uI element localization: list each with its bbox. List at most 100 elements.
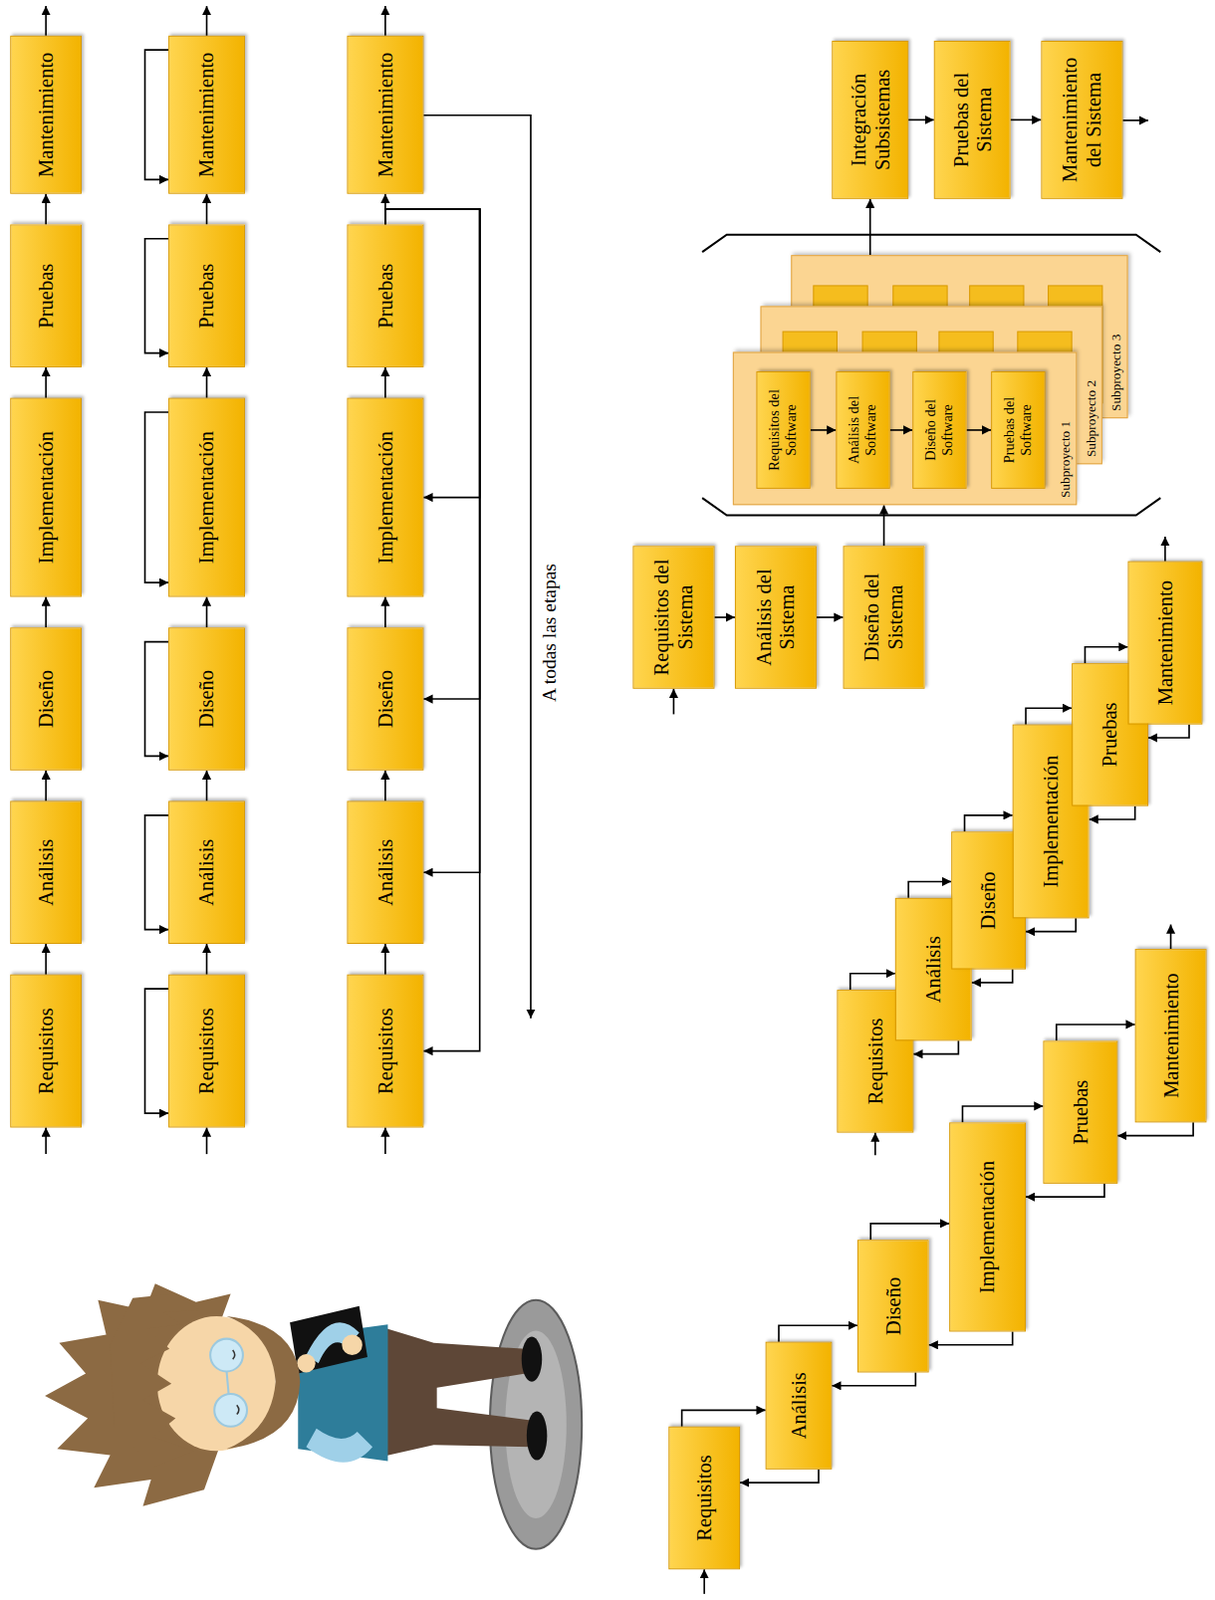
person-pants bbox=[379, 1326, 531, 1458]
box-label: Análisis bbox=[373, 839, 398, 907]
flow-connector bbox=[44, 194, 47, 226]
flow-connector bbox=[1056, 1024, 1136, 1041]
person-face bbox=[157, 1316, 276, 1452]
stage-box: Pruebas bbox=[9, 224, 82, 367]
stage-box: Mantenimiento bbox=[168, 35, 245, 195]
flow-connector bbox=[869, 199, 872, 255]
input-arrow bbox=[44, 1127, 47, 1155]
flow-connector bbox=[206, 367, 209, 399]
stage-box: Mantenimiento bbox=[9, 35, 82, 195]
output-arrow bbox=[206, 5, 209, 36]
stage-box: Pruebas del Software bbox=[990, 371, 1045, 489]
box-label: Análisis bbox=[33, 839, 58, 907]
stage-box: Análisis bbox=[9, 801, 82, 945]
flow-connector bbox=[962, 1106, 1043, 1123]
box-label: Pruebas bbox=[373, 263, 398, 329]
flow-connector bbox=[384, 597, 387, 629]
flow-connector bbox=[967, 429, 992, 432]
stage-box: Pruebas bbox=[168, 224, 245, 367]
output-arrow bbox=[1122, 119, 1149, 122]
stage-box: Implementación bbox=[949, 1122, 1026, 1332]
box-label: Requisitos bbox=[195, 1007, 220, 1095]
box-label: Diseño bbox=[33, 670, 58, 729]
feedback-line bbox=[423, 115, 531, 1019]
stage-box: Integración Subsistemas bbox=[831, 40, 909, 200]
flow-connector bbox=[44, 944, 47, 975]
stage-box: Requisitos bbox=[668, 1427, 740, 1570]
person-hair bbox=[44, 1283, 232, 1506]
group-bracket bbox=[702, 235, 1161, 252]
stage-box: Análisis bbox=[168, 801, 245, 945]
panel-label: Subproyecto 1 bbox=[1057, 421, 1073, 498]
box-label: Requisitos bbox=[863, 1018, 888, 1106]
box-label: Requisitos bbox=[33, 1007, 58, 1095]
flow-connector bbox=[44, 367, 47, 399]
person-hand bbox=[296, 1354, 315, 1373]
person-hand bbox=[341, 1335, 362, 1356]
output-arrow bbox=[44, 5, 47, 36]
flow-connector bbox=[810, 429, 837, 432]
input-arrow bbox=[384, 1127, 387, 1155]
flow-connector bbox=[384, 194, 387, 226]
stage-box: Requisitos del Sistema bbox=[632, 545, 715, 689]
box-label: Diseño bbox=[195, 670, 220, 729]
person-shoe bbox=[526, 1411, 547, 1460]
input-arrow bbox=[703, 1569, 706, 1595]
box-label: Mantenimiento bbox=[373, 52, 398, 178]
box-label: Implementación bbox=[373, 431, 398, 564]
flow-connector bbox=[1010, 119, 1042, 122]
flow-connector bbox=[739, 1469, 819, 1483]
box-label: Pruebas bbox=[1098, 702, 1123, 767]
box-label: Pruebas del Sistema bbox=[949, 51, 996, 188]
flow-connector bbox=[714, 616, 734, 619]
box-label: Requisitos bbox=[373, 1007, 398, 1095]
flow-connector bbox=[913, 1040, 959, 1054]
box-label: Diseño del Software bbox=[923, 382, 957, 478]
flow-connector bbox=[145, 49, 170, 180]
stage-box: Diseño bbox=[9, 627, 82, 770]
flow-connector bbox=[206, 194, 209, 226]
box-label: Integración Subsistemas bbox=[846, 51, 894, 188]
person-shoe bbox=[521, 1337, 542, 1383]
box-label: Pruebas bbox=[33, 263, 58, 329]
stage-box: Implementación bbox=[9, 398, 82, 598]
flow-connector bbox=[816, 616, 844, 619]
stage-box: Mantenimiento bbox=[1135, 949, 1208, 1123]
floor-shadow bbox=[504, 1330, 566, 1519]
box-label: Diseño bbox=[976, 871, 1001, 930]
flow-connector bbox=[1117, 1122, 1194, 1136]
flow-connector bbox=[384, 944, 387, 975]
stage-box: Diseño bbox=[168, 627, 245, 770]
box-label: Implementación bbox=[1038, 754, 1063, 888]
flow-connector bbox=[145, 815, 170, 931]
flow-connector bbox=[145, 642, 170, 757]
person-eyes bbox=[233, 1350, 240, 1416]
flow-connector bbox=[850, 973, 896, 990]
box-label: Requisitos bbox=[692, 1455, 717, 1542]
output-arrow bbox=[1164, 536, 1167, 562]
flow-connector bbox=[384, 770, 387, 802]
flow-connector bbox=[1089, 806, 1136, 820]
box-label: Requisitos del Sistema bbox=[650, 557, 698, 679]
flow-connector bbox=[831, 1372, 916, 1386]
stage-box: Pruebas bbox=[1042, 1040, 1118, 1184]
person-beard bbox=[227, 1316, 301, 1450]
flow-connector bbox=[44, 597, 47, 629]
flow-connector bbox=[1025, 708, 1072, 725]
box-label: Implementación bbox=[195, 431, 220, 564]
flow-connector bbox=[206, 944, 209, 975]
stage-box: Requisitos del Software bbox=[755, 371, 810, 489]
floor-shadow bbox=[489, 1300, 582, 1550]
person-arm bbox=[305, 1429, 373, 1463]
stage-box: Mantenimiento bbox=[346, 35, 424, 195]
box-label: Implementación bbox=[975, 1161, 1000, 1294]
flow-connector bbox=[682, 1410, 766, 1427]
stage-box: Pruebas del Sistema bbox=[934, 40, 1011, 200]
box-label: Mantenimiento bbox=[33, 52, 58, 178]
flow-connector bbox=[883, 504, 886, 546]
flow-connector bbox=[145, 412, 170, 583]
box-label: Pruebas bbox=[1068, 1080, 1093, 1146]
flow-connector bbox=[1148, 725, 1190, 738]
stage-box: Requisitos bbox=[346, 974, 424, 1129]
stage-box: Requisitos bbox=[9, 974, 82, 1129]
